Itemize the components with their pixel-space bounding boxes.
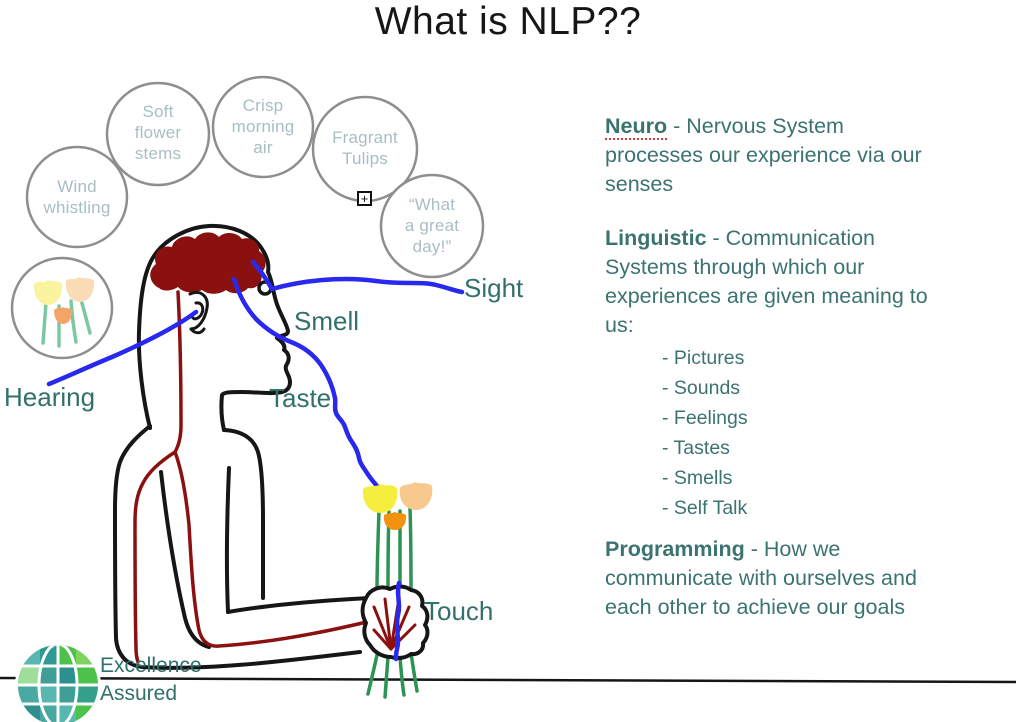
list-item: - Sounds	[662, 377, 741, 399]
neuro-text: - Nervous System processes our experienc…	[605, 114, 922, 196]
bubble-label-fragrant: Fragrant Tulips	[332, 128, 398, 168]
head-profile	[136, 223, 292, 432]
bubble-crisp-air	[211, 75, 315, 179]
ear-icon	[188, 291, 209, 335]
back-nerve	[133, 450, 177, 664]
upper-arm-edge	[159, 470, 211, 649]
linguistic-list: - Pictures - Sounds - Feelings - Tastes …	[605, 343, 937, 523]
definitions-block: Neuro - Nervous System processes our exp…	[605, 112, 937, 622]
linguistic-definition: Linguistic - Communication Systems throu…	[605, 224, 937, 340]
programming-text: - How we communicate with ourselves and …	[605, 537, 917, 619]
label-hearing: Hearing	[4, 382, 96, 412]
label-sight: Sight	[464, 273, 524, 303]
inner-arm	[224, 466, 231, 614]
bubble-great-day	[379, 173, 485, 279]
page-title: What is NLP??	[374, 0, 642, 43]
spine-nerve	[173, 290, 183, 454]
touch-nerves	[372, 580, 417, 662]
sight-nerve	[250, 259, 465, 295]
smell-taste-nerve	[231, 276, 382, 491]
list-item: - Tastes	[662, 437, 730, 459]
neuro-term: Neuro	[605, 114, 668, 140]
bubble-label-crisp-air: Crisp morning air	[231, 96, 295, 157]
bubble-label-great-day: “What a great day!”	[404, 195, 460, 256]
chest-front	[222, 428, 266, 600]
list-item: - Smells	[662, 467, 733, 489]
person-figure	[113, 223, 372, 670]
touch-nerve-blue	[393, 580, 402, 662]
bubble-soft-stems	[105, 81, 211, 187]
forearm-top	[226, 596, 372, 614]
blue-nerve-lines	[46, 259, 465, 491]
arm-nerve	[173, 450, 392, 648]
neuro-definition: Neuro - Nervous System processes our exp…	[605, 112, 937, 199]
tulips-sketch-icon	[33, 277, 95, 348]
thought-bubble-circles	[10, 75, 485, 360]
bubble-wind	[25, 145, 129, 249]
label-smell: Smell	[294, 306, 360, 336]
label-taste: Taste	[269, 383, 332, 413]
brain	[150, 232, 266, 294]
programming-definition: Programming - How we communicate with ou…	[605, 535, 937, 622]
ground-line	[0, 676, 1016, 684]
list-item: - Feelings	[662, 407, 748, 429]
bubble-label-soft-stems: Soft flower stems	[134, 102, 182, 163]
globe-logo-icon	[15, 642, 101, 722]
linguistic-text: - Communication Systems through which ou…	[605, 226, 928, 337]
list-item: - Self Talk	[662, 497, 748, 519]
label-touch: Touch	[424, 596, 494, 626]
hearing-nerve	[46, 309, 199, 387]
programming-term: Programming	[605, 537, 745, 561]
linguistic-term: Linguistic	[605, 226, 707, 250]
body-back	[113, 424, 362, 670]
list-item: - Pictures	[662, 347, 745, 369]
bubble-label-wind: Wind whistling	[43, 177, 111, 217]
logo-text-line2: Assured	[100, 682, 178, 705]
flower-heads	[362, 482, 433, 530]
anchor-handle-icon[interactable]: +	[357, 191, 372, 206]
logo-text-line1: Excellence	[100, 654, 202, 677]
